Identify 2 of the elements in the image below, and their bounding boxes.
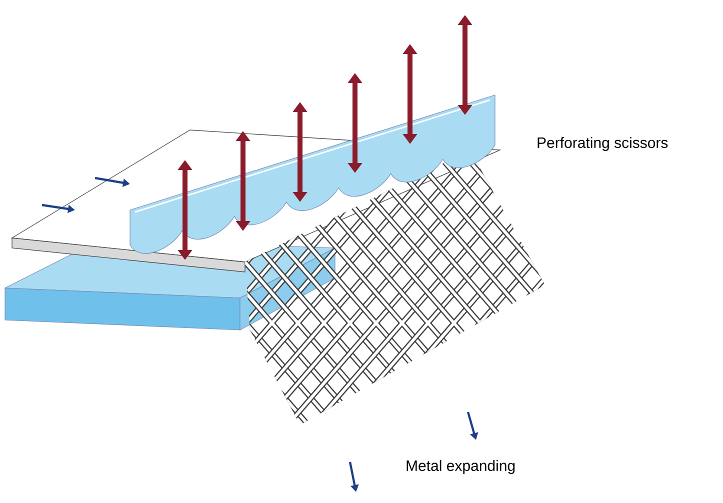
part-label: Metal expanding [406,460,515,474]
part-label: Perforating scissors [538,137,668,151]
